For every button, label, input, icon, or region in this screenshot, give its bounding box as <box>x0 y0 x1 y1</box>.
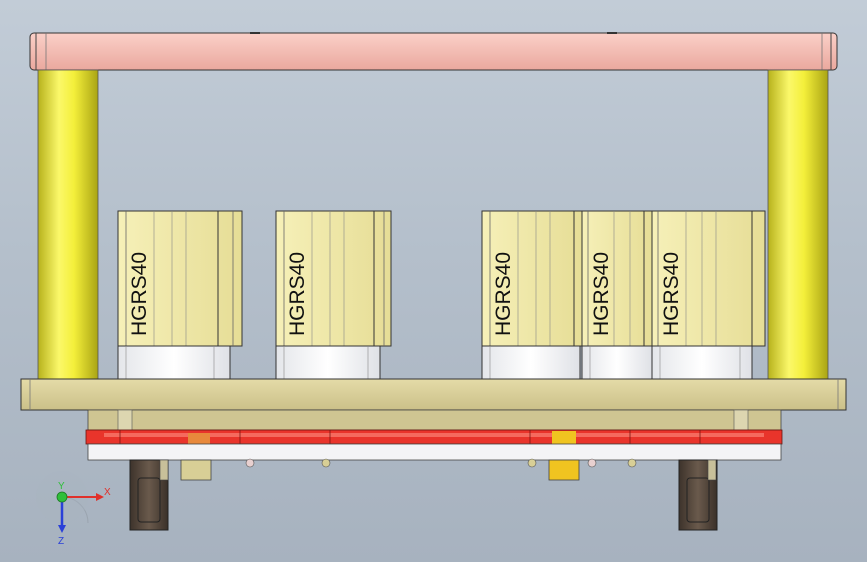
cylinder-1-rod-block <box>117 345 231 380</box>
guide-post-left[interactable] <box>37 69 99 381</box>
cylinder-3-rod-block <box>481 345 581 380</box>
guide-post-right[interactable] <box>767 69 829 381</box>
cylinder-5-model-label: HGRS40 <box>660 252 683 336</box>
top-plate[interactable] <box>29 32 838 71</box>
cylinder-2[interactable]: HGRS40 <box>275 210 392 347</box>
axis-triad: X Y Z <box>36 471 111 547</box>
cylinder-5-rod-block <box>651 345 753 380</box>
cylinder-1[interactable]: HGRS40 <box>117 210 243 347</box>
axis-y-label: Y <box>58 481 65 492</box>
cylinder-2-model-label: HGRS40 <box>286 252 309 336</box>
fittings <box>180 458 637 481</box>
base-plate[interactable] <box>20 378 847 411</box>
cylinder-3[interactable]: HGRS40 <box>481 210 583 347</box>
bottom-strip <box>87 443 782 461</box>
red-mounting-bar[interactable] <box>85 429 783 445</box>
cylinder-1-model-label: HGRS40 <box>128 252 151 336</box>
cylinder-5[interactable]: HGRS40 <box>651 210 766 347</box>
cylinder-4-rod-block <box>581 345 653 380</box>
axis-z-label: Z <box>58 536 64 547</box>
cylinder-4-model-label: HGRS40 <box>590 252 613 336</box>
sub-plate <box>87 409 782 431</box>
cylinder-4[interactable]: HGRS40 <box>581 210 653 347</box>
cylinder-3-model-label: HGRS40 <box>492 252 515 336</box>
cylinder-2-rod-block <box>275 345 381 380</box>
axis-x-label: X <box>104 487 111 498</box>
clamp-right[interactable] <box>678 459 718 531</box>
clamp-left[interactable] <box>129 459 169 531</box>
